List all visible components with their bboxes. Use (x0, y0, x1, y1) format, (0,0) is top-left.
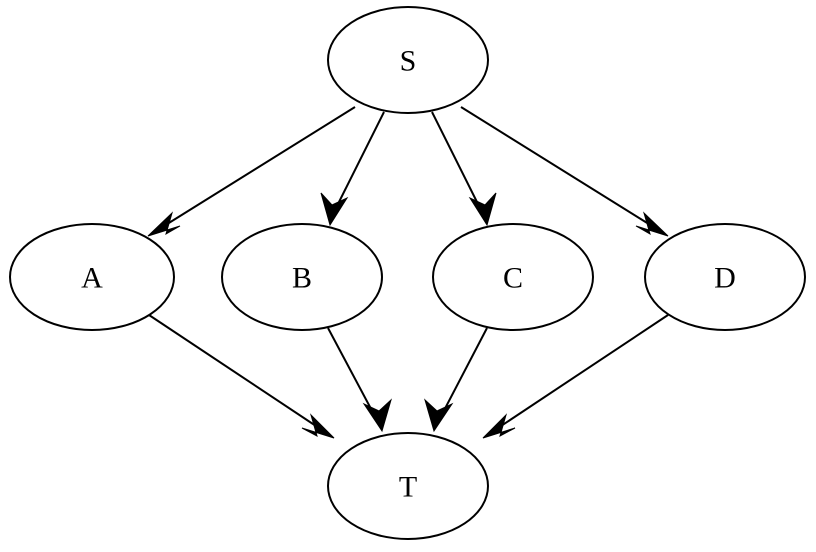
edge-s-b-line (331, 111, 385, 217)
edge-a-t-line (148, 314, 326, 433)
edge-s-a-arrowhead (147, 211, 181, 237)
node-layer: S A B C D T (9, 6, 806, 540)
node-b-ellipse (221, 223, 383, 331)
edge-b-t-arrowhead (362, 398, 392, 433)
edge-s-c[interactable] (431, 111, 497, 227)
edge-s-d-arrowhead (635, 211, 669, 237)
node-s[interactable]: S (327, 6, 489, 114)
node-b-label: B (292, 262, 312, 295)
node-t[interactable]: T (327, 432, 489, 540)
node-c[interactable]: C (432, 223, 594, 331)
node-d[interactable]: D (644, 223, 806, 331)
node-a-label: A (81, 262, 103, 295)
edge-d-t[interactable] (482, 314, 669, 439)
node-t-label: T (399, 471, 417, 504)
edge-a-t[interactable] (148, 314, 335, 439)
edge-a-t-arrowhead (301, 413, 335, 439)
edge-s-a-line (155, 106, 356, 232)
node-a-ellipse (9, 223, 175, 331)
edge-s-b[interactable] (320, 111, 385, 227)
edge-s-c-arrowhead (468, 192, 497, 227)
edge-s-d-line (460, 106, 661, 232)
node-d-label: D (714, 262, 736, 295)
edge-s-b-arrowhead (320, 192, 349, 227)
node-c-label: C (503, 262, 523, 295)
edge-s-d[interactable] (460, 106, 669, 237)
edge-b-t[interactable] (327, 327, 392, 433)
edge-s-a[interactable] (147, 106, 356, 237)
node-b[interactable]: B (221, 223, 383, 331)
node-t-ellipse (327, 432, 489, 540)
edge-c-t[interactable] (424, 327, 488, 433)
node-s-label: S (400, 45, 417, 78)
node-c-ellipse (432, 223, 594, 331)
edge-d-t-arrowhead (482, 413, 516, 439)
node-a[interactable]: A (9, 223, 175, 331)
node-d-ellipse (644, 223, 806, 331)
edge-c-t-arrowhead (424, 398, 454, 433)
edge-s-c-line (431, 111, 485, 217)
node-s-ellipse (327, 6, 489, 114)
edge-layer (147, 106, 669, 439)
edge-d-t-line (491, 314, 669, 433)
